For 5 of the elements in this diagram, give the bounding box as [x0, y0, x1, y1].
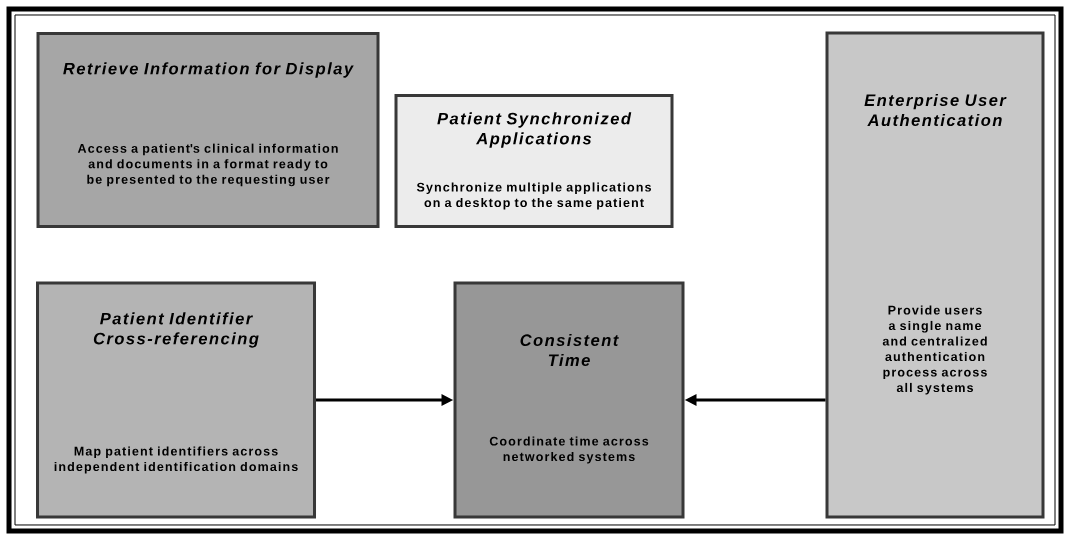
process-box: Patient Identifier Cross-referencing Map patient identifiers across independent identification domains [36, 281, 316, 519]
process-box: Retrieve Information for Display Access a patient's clinical information and documents in a format ready to be presented to the requesting user [36, 32, 380, 228]
process-box: Consistent Time Coordinate time across networked systems [453, 281, 685, 519]
process-box: Patient Synchronized Applications Synchronize multiple applications on a desktop to the same patient [394, 94, 674, 228]
process-box: Enterprise User Authentication Provide users a single name and centralized authentication process across all systems [825, 31, 1045, 519]
